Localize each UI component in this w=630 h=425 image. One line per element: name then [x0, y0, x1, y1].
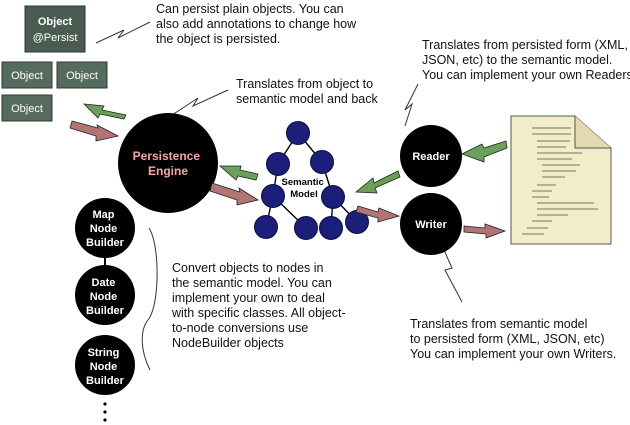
document-content-lines [522, 127, 598, 235]
note-persist-line-2: also add annotations to change how [156, 17, 357, 31]
note-builder-line-1: Convert objects to nodes in [172, 261, 324, 275]
tree-node-root [286, 121, 310, 145]
arrow-writer-to-document [463, 223, 507, 239]
callout-line-persist [95, 21, 151, 44]
string-node-builder-line-1: String [88, 347, 120, 359]
map-node-builder-line-2: Node [90, 223, 118, 235]
string-node-builder-line-3: Builder [86, 375, 125, 387]
note-writer-line-1: Translates from semantic model [410, 317, 587, 331]
date-node-builder-line-1: Date [92, 277, 116, 289]
writer-circle [400, 193, 462, 255]
note-reader-line-2: JSON, etc) to the semantic model. [422, 53, 612, 67]
reader: Reader [400, 125, 462, 187]
semantic-model-tree: Semantic Model [254, 121, 369, 240]
note-reader-line-3: You can implement your own Readers. [422, 68, 630, 82]
object-box-2 [56, 61, 108, 89]
note-writer-line-2: to persisted form (XML, JSON, etc) [410, 332, 605, 346]
callout-line-reader [404, 83, 419, 127]
semantic-model-label-line-2: Model [290, 189, 317, 200]
date-node-builder-label: Date Node Builder [86, 277, 125, 317]
note-persist-objects: Can persist plain objects. You can also … [156, 2, 360, 46]
map-node-builder-circle [75, 198, 135, 258]
object-box-3-label: Object [11, 103, 43, 115]
string-node-builder-label: String Node Builder [86, 347, 125, 387]
tree-node-leaf-3 [319, 216, 343, 240]
note-node-builders: Convert objects to nodes in the semantic… [171, 261, 349, 350]
note-builder-line-4: with specific classes. All object- [171, 306, 346, 320]
reader-circle [400, 125, 462, 187]
object-box-1 [1, 61, 53, 89]
node-builder-stack: Map Node Builder Date Node Builder Strin… [75, 198, 135, 422]
date-node-builder-circle [75, 265, 135, 325]
map-node-builder-line-3: Builder [86, 237, 125, 249]
map-node-builder-label: Map Node Builder [86, 209, 125, 249]
tree-node-right [310, 150, 334, 174]
arrow-engine-to-objects [82, 103, 127, 120]
writer-label: Writer [415, 219, 447, 231]
ellipsis-dot-2 [103, 410, 107, 414]
date-node-builder-line-3: Builder [86, 305, 125, 317]
note-translate-line-2: semantic model and back [236, 92, 378, 106]
object-stack: Object @Persist Object Object Object [1, 5, 108, 122]
object-box-3 [1, 94, 53, 122]
arrow-model-to-writer [355, 205, 401, 223]
persistence-engine-label-line-1: Persistence [133, 149, 201, 163]
persistence-engine-label-line-2: Engine [148, 164, 188, 178]
map-node-builder-line-1: Map [92, 209, 114, 221]
arrow-document-to-reader [460, 140, 508, 163]
note-translate-object: Translates from object to semantic model… [236, 77, 378, 106]
arrow-engine-to-model [209, 182, 260, 206]
tree-node-left [266, 152, 290, 176]
string-node-builder-line-2: Node [90, 361, 118, 373]
arrow-model-to-engine [218, 165, 259, 181]
note-reader-line-1: Translates from persisted form (XML, [422, 38, 628, 52]
writer: Writer [400, 193, 462, 255]
document-fold [574, 116, 611, 149]
note-builder-line-6: NodeBuilder objects [172, 336, 284, 350]
callout-line-translate [171, 89, 229, 116]
note-builder-line-5: to-node conversions use [172, 321, 308, 335]
ellipsis-dots [103, 402, 107, 422]
ellipsis-dot-1 [103, 402, 107, 406]
object-box-1-label: Object [11, 70, 43, 82]
callout-line-writer [439, 240, 463, 303]
object-box-2-label: Object [66, 70, 98, 82]
persist-object-box [24, 5, 86, 53]
note-reader: Translates from persisted form (XML, JSO… [422, 38, 630, 82]
tree-node-mid-left [261, 184, 285, 208]
tree-node-leaf-2 [294, 216, 318, 240]
reader-label: Reader [412, 151, 450, 163]
persistence-engine-circle [118, 113, 218, 213]
date-node-builder-line-2: Node [90, 291, 118, 303]
ellipsis-dot-3 [103, 418, 107, 422]
note-persist-line-1: Can persist plain objects. You can [156, 2, 344, 16]
note-persist-line-3: the object is persisted. [156, 32, 280, 46]
persist-object-annotation: @Persist [33, 32, 78, 44]
persistence-engine-label: Persistence Engine [133, 149, 204, 178]
semantic-model-label-line-1: Semantic [282, 177, 324, 188]
arrow-reader-to-model [354, 170, 401, 194]
tree-node-mid-right [321, 185, 345, 209]
builder-brace [141, 227, 158, 371]
arrow-objects-to-engine [69, 120, 120, 142]
note-translate-line-1: Translates from object to [236, 77, 373, 91]
string-node-builder-circle [75, 335, 135, 395]
persisted-document [510, 115, 612, 245]
semantic-model-label: Semantic Model [282, 177, 327, 200]
note-builder-line-2: the semantic model. You can [172, 276, 332, 290]
persistence-engine: Persistence Engine [118, 113, 218, 213]
tree-node-leaf-1 [254, 215, 278, 239]
persist-object-title: Object [38, 16, 73, 28]
note-builder-line-3: implement your own to deal [172, 291, 325, 305]
note-writer: Translates from semantic model to persis… [410, 317, 616, 361]
note-writer-line-3: You can implement your own Writers. [410, 347, 616, 361]
